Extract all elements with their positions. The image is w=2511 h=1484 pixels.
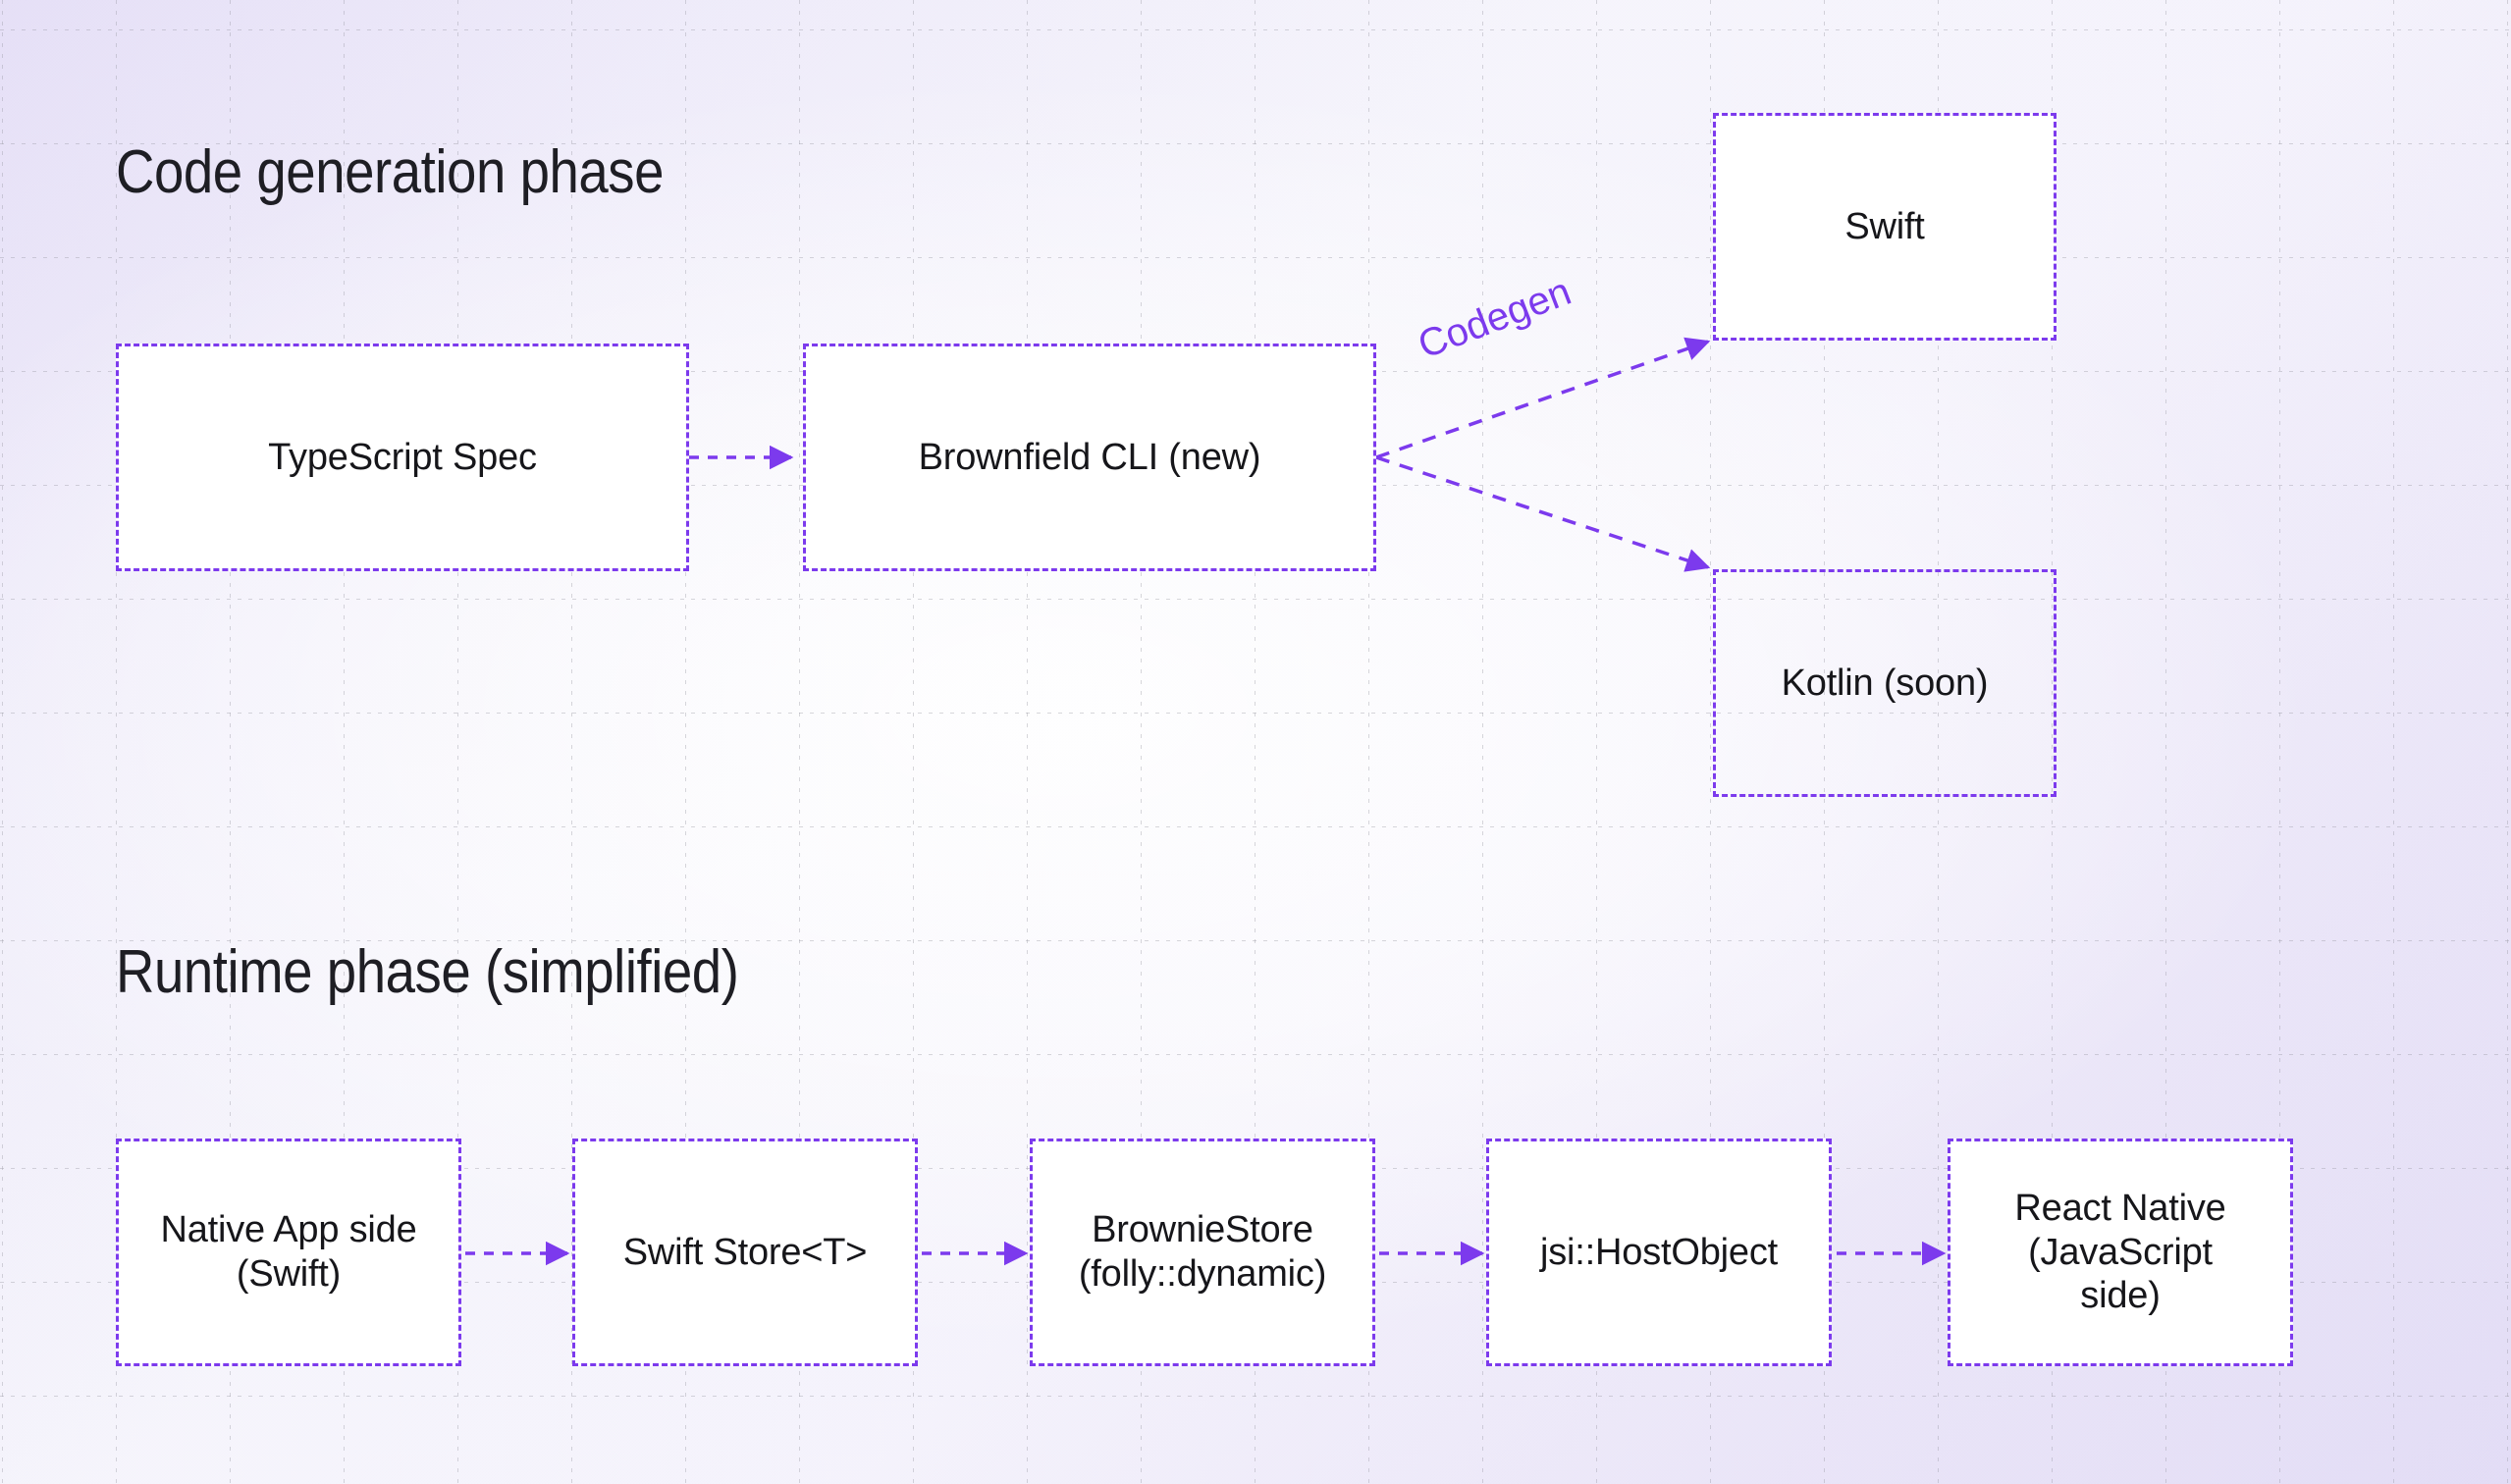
page-title-code-generation: Code generation phase xyxy=(116,138,665,206)
node-label-brownie-store: BrownieStore(folly::dynamic) xyxy=(1078,1209,1327,1295)
node-label-jsi-hostobject: jsi::HostObject xyxy=(1540,1231,1778,1273)
node-typescript-spec[interactable]: TypeScript Spec xyxy=(116,344,689,571)
grid-line-vertical xyxy=(2507,0,2508,1484)
node-label-native-app-side: Native App side(Swift) xyxy=(160,1209,417,1295)
grid-line-horizontal xyxy=(0,257,2511,258)
node-swift[interactable]: Swift xyxy=(1713,113,2057,341)
node-label-swift-store: Swift Store<T> xyxy=(622,1231,868,1273)
grid-line-horizontal xyxy=(0,713,2511,714)
grid-line-horizontal xyxy=(0,1396,2511,1397)
node-brownfield-cli[interactable]: Brownfield CLI (new) xyxy=(803,344,1376,571)
grid-line-vertical xyxy=(2393,0,2394,1484)
grid-line-horizontal xyxy=(0,826,2511,827)
grid-line-vertical xyxy=(2,0,3,1484)
node-label-brownfield-cli: Brownfield CLI (new) xyxy=(918,436,1261,478)
node-label-typescript-spec: TypeScript Spec xyxy=(268,436,537,478)
page-title-runtime: Runtime phase (simplified) xyxy=(116,938,739,1006)
node-swift-store[interactable]: Swift Store<T> xyxy=(572,1139,918,1366)
node-label-kotlin: Kotlin (soon) xyxy=(1781,662,1989,704)
grid-line-vertical xyxy=(1482,0,1483,1484)
node-kotlin[interactable]: Kotlin (soon) xyxy=(1713,569,2057,797)
node-label-swift: Swift xyxy=(1844,205,1925,247)
edge-cli-to-kotlin xyxy=(1375,455,1711,572)
node-brownie-store[interactable]: BrownieStore(folly::dynamic) xyxy=(1030,1139,1375,1366)
grid-line-vertical xyxy=(1027,0,1028,1484)
grid-line-horizontal xyxy=(0,599,2511,600)
grid-line-horizontal xyxy=(0,1054,2511,1055)
edge-label-codegen: Codegen xyxy=(1412,269,1577,368)
node-jsi-hostobject[interactable]: jsi::HostObject xyxy=(1486,1139,1832,1366)
node-native-app-side[interactable]: Native App side(Swift) xyxy=(116,1139,461,1366)
grid-line-horizontal xyxy=(0,29,2511,30)
